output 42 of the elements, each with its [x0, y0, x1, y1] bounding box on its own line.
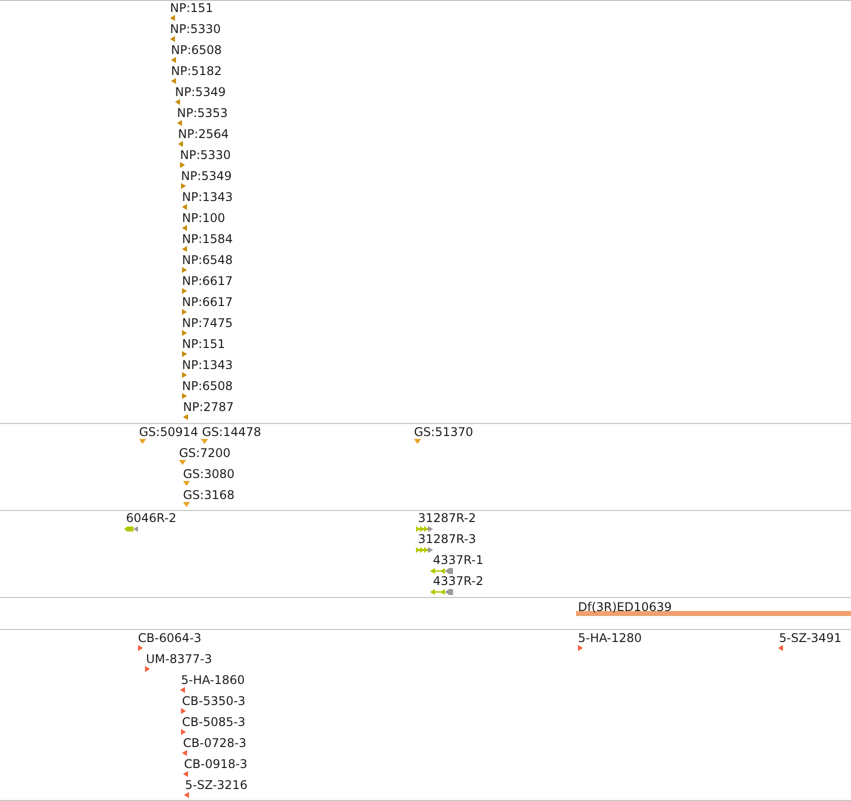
feature-label: 31287R-3	[418, 532, 476, 546]
feature-label: NP:151	[170, 1, 214, 15]
feature-label: NP:100	[182, 211, 226, 225]
feature-label: 5-SZ-3216	[185, 778, 248, 792]
feature-label: NP:1584	[182, 232, 233, 246]
feature-label: 5-SZ-3491	[779, 631, 842, 645]
feature-label: NP:5353	[177, 106, 228, 120]
feature-label: NP:151	[182, 337, 226, 351]
feature-label: CB-0918-3	[184, 757, 248, 771]
feature-label: GS:51370	[414, 425, 474, 439]
feature-label: UM-8377-3	[146, 652, 212, 666]
feature-label: CB-5085-3	[182, 715, 246, 729]
feature-label: NP:5330	[170, 22, 221, 36]
feature-label: CB-6064-3	[138, 631, 202, 645]
feature-label: 5-HA-1280	[578, 631, 642, 645]
feature-label: NP:5349	[181, 169, 232, 183]
feature-label: 6046R-2	[126, 511, 176, 525]
feature-label: CB-5350-3	[182, 694, 246, 708]
feature-label: NP:6617	[182, 295, 233, 309]
feature-label: NP:1343	[182, 358, 233, 372]
feature-label: GS:3168	[183, 488, 234, 502]
feature-label: GS:7200	[179, 446, 230, 460]
feature-label: NP:2564	[178, 127, 229, 141]
feature-label: CB-0728-3	[183, 736, 246, 750]
feature-label: NP:5182	[171, 64, 222, 78]
feature-label: NP:5349	[175, 85, 226, 99]
feature-label: NP:7475	[182, 316, 233, 330]
feature-label: NP:6548	[182, 253, 233, 267]
feature-label: NP:6617	[182, 274, 233, 288]
feature-label: 4337R-2	[433, 574, 484, 588]
feature-label: GS:50914	[139, 425, 198, 439]
feature-label: 5-HA-1860	[181, 673, 245, 687]
feature-label: NP:5330	[180, 148, 231, 162]
feature-label: NP:1343	[182, 190, 233, 204]
feature-label: GS:3080	[183, 467, 234, 481]
feature-label: GS:14478	[202, 425, 262, 439]
feature-label: Df(3R)ED10639	[578, 600, 672, 614]
feature-label: NP:6508	[182, 379, 233, 393]
feature-label: 4337R-1	[433, 553, 484, 567]
feature-label: NP:2787	[183, 400, 234, 414]
feature-label: NP:6508	[171, 43, 222, 57]
feature-label: 31287R-2	[418, 511, 476, 525]
